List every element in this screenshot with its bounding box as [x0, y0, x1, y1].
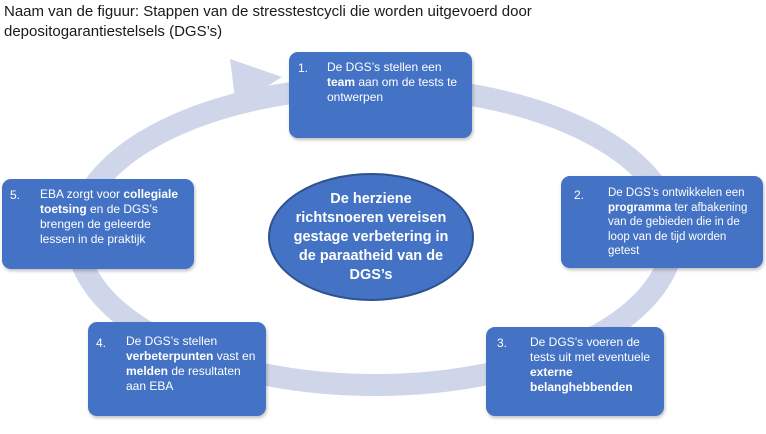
step-text-segment: De DGS’s voeren de tests uit met eventue… [530, 335, 651, 364]
cycle-arrowhead [230, 59, 282, 106]
step-text-bold: externe belanghebbenden [530, 365, 633, 394]
step-text-segment: vast en [213, 349, 256, 363]
center-text: De herziene richtsnoeren vereisen gestag… [293, 190, 449, 283]
step-number: 1. [298, 61, 309, 75]
center-ellipse: De herziene richtsnoeren vereisen gestag… [268, 173, 474, 301]
step-number: 2. [574, 188, 585, 202]
step-number: 3. [497, 336, 508, 350]
figure-title: Naam van de figuur: Stappen van de stres… [4, 3, 532, 40]
step-text-segment: De DGS’s ontwikkelen een [608, 187, 745, 199]
step-text: De DGS’s ontwikkelen een programma ter a… [608, 186, 758, 259]
step-text-segment: EBA zorgt voor [40, 187, 124, 201]
step-text-segment: de resultaten aan EBA [126, 364, 241, 393]
step-text: De DGS’s stellen verbeterpunten vast en … [126, 334, 261, 394]
step-text-segment: De DGS’s stellen [126, 334, 218, 348]
step-box-5: 5. EBA zorgt voor collegiale toetsing en… [2, 179, 194, 269]
step-text-bold: collegiale toetsing [40, 187, 179, 216]
step-text-bold: melden [126, 364, 169, 378]
step-text-segment: en de DGS’s brengen de geleerde lessen i… [40, 202, 158, 246]
step-text-segment: ter afbakening van de gebieden die in de… [608, 201, 748, 258]
step-text-bold: verbeterpunten [126, 349, 214, 363]
step-text: De DGS’s stellen een team aan om de test… [327, 60, 467, 105]
step-text-segment: aan om de tests te ontwerpen [327, 75, 458, 104]
step-text: EBA zorgt voor collegiale toetsing en de… [40, 187, 188, 247]
step-text-bold: team [327, 75, 356, 89]
step-text: De DGS’s voeren de tests uit met eventue… [530, 335, 658, 395]
step-number: 5. [10, 188, 21, 202]
step-text-bold: programma [608, 201, 672, 214]
step-text-segment: De DGS’s stellen een [327, 60, 442, 74]
step-box-2: 2. De DGS’s ontwikkelen een programma te… [561, 176, 763, 268]
step-number: 4. [96, 336, 107, 350]
step-box-1: 1. De DGS’s stellen een team aan om de t… [289, 52, 472, 138]
step-box-3: 3. De DGS’s voeren de tests uit met even… [486, 327, 664, 416]
step-box-4: 4. De DGS’s stellen verbeterpunten vast … [88, 322, 266, 416]
